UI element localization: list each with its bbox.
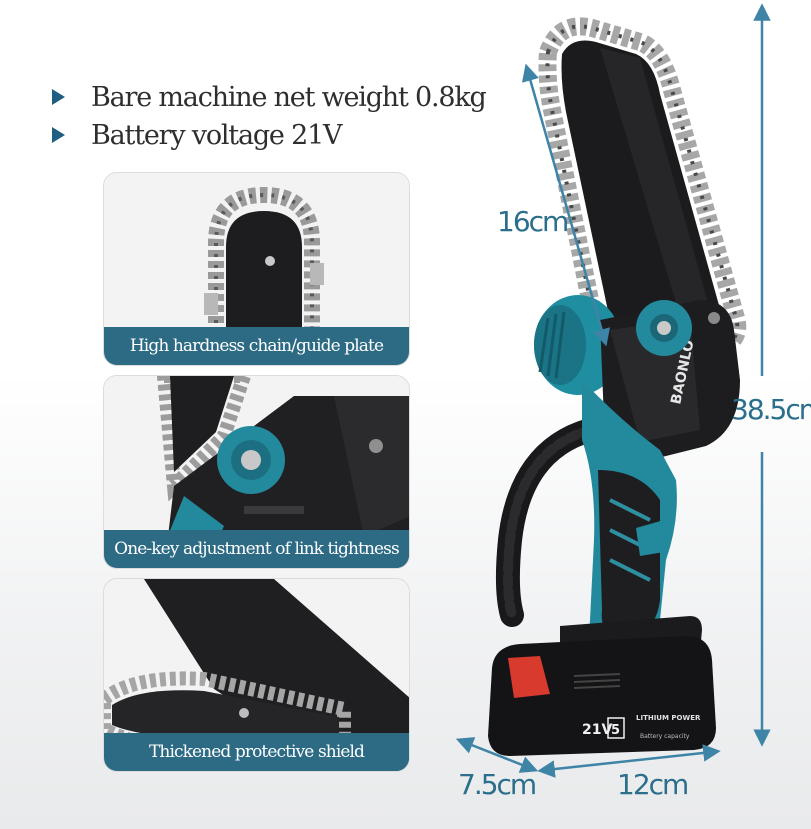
feature-card-chain: High hardness chain/guide plate (103, 172, 410, 366)
spec-item: Bare machine net weight 0.8kg (52, 78, 487, 116)
feature-caption-adjustment: One-key adjustment of link tightness (104, 530, 409, 568)
bar-length-arrow (521, 63, 611, 347)
grip-body (582, 380, 677, 640)
battery-release-button (508, 656, 550, 698)
bar-length-label: 16cm (497, 205, 569, 238)
head-cover: BAONLO (600, 300, 740, 460)
battery-voltage-label: 21V (582, 722, 612, 738)
feature-card-adjustment: One-key adjustment of link tightness (103, 375, 410, 569)
bullet-triangle-icon (52, 127, 65, 143)
battery-brand-label: LITHIUM POWER (636, 714, 701, 722)
width-arrow (537, 744, 721, 778)
bullet-triangle-icon (52, 89, 65, 105)
feature-card-shield: Thickened protective shield (103, 578, 410, 772)
spec-voltage-text: Battery voltage 21V (91, 119, 343, 151)
depth-arrow (455, 737, 539, 773)
width-label: 12cm (617, 768, 689, 801)
spec-item: Battery voltage 21V (52, 116, 486, 154)
battery-sub-label: Battery capacity (640, 733, 690, 740)
depth-label: 7.5cm (458, 768, 537, 801)
spec-weight-text: Bare machine net weight 0.8kg (91, 81, 487, 113)
spec-list: Bare machine net weight 0.8kg Battery vo… (52, 78, 487, 154)
battery-pack: 21V 5 LITHIUM POWER Battery capacity (488, 616, 716, 756)
battery-capacity-label: 5 (611, 723, 620, 738)
feature-caption-shield: Thickened protective shield (104, 733, 409, 771)
height-label: 38.5cm (731, 393, 811, 426)
feature-caption-chain: High hardness chain/guide plate (104, 327, 409, 365)
